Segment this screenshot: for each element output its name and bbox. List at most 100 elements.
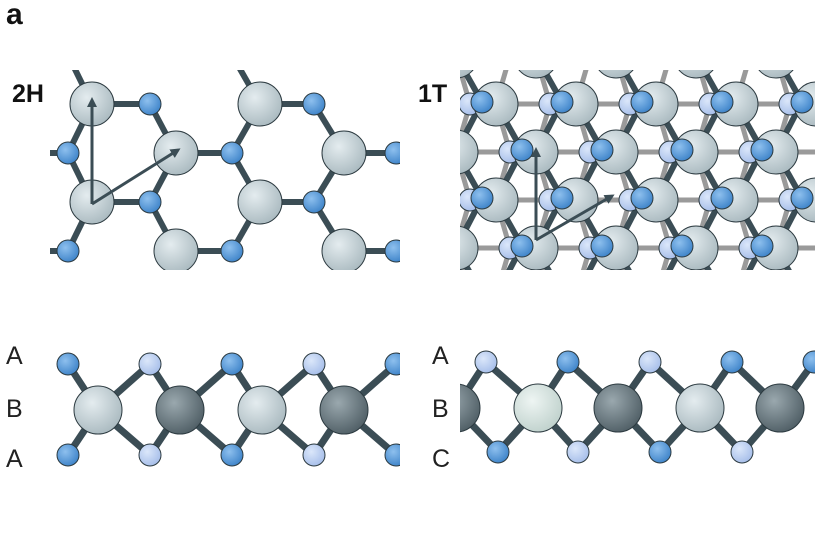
lattice-vector-a2	[91, 148, 181, 206]
side-view-2h	[56, 352, 400, 467]
chalcogen-atom-top	[790, 186, 814, 210]
chalcogen-atom-top	[431, 331, 453, 353]
chalcogen-atom-bottom	[739, 45, 761, 67]
chalcogen-atom-bottom	[819, 237, 840, 259]
chalcogen-atom-top	[474, 350, 498, 374]
chalcogen-atom-bottom	[220, 443, 244, 467]
chalcogen-atom-top	[302, 352, 326, 376]
chalcogen-atom-bottom	[379, 285, 401, 307]
top-view-2h	[0, 44, 400, 273]
top-view-1t	[351, 45, 840, 353]
chalcogen-atom-top	[391, 187, 413, 209]
chalcogen-atom-top	[510, 138, 534, 162]
chalcogen-atom-top	[670, 138, 694, 162]
stacking-label-2h-middle: B	[6, 395, 23, 423]
metal-atom	[675, 383, 725, 433]
chalcogen-atom-top	[550, 90, 574, 114]
metal-chalcogen-bond	[816, 246, 840, 296]
back-bond	[416, 104, 430, 152]
lattice-vector-a2	[535, 194, 615, 242]
chalcogen-atom-top	[831, 235, 840, 257]
chalcogen-atom-bottom	[419, 141, 441, 163]
chalcogen-atom-top	[671, 331, 693, 353]
stacking-label-2h-top: A	[6, 342, 23, 370]
chalcogen-atom	[220, 239, 244, 263]
chalcogen-atom-bottom	[302, 443, 326, 467]
metal-atom	[237, 385, 287, 435]
metal-atom	[518, 70, 554, 79]
chalcogen-atom-top	[791, 283, 813, 305]
metal-atom	[394, 82, 438, 126]
metal-atom	[0, 229, 30, 273]
chalcogen-atom-bottom	[659, 45, 681, 67]
metal-atom	[513, 383, 563, 433]
panel-label: a	[6, 0, 23, 31]
chalcogen-atom-top	[351, 331, 373, 353]
chalcogen-atom-top	[630, 186, 654, 210]
chalcogen-atom	[384, 239, 400, 263]
chalcogen-atom-top	[802, 350, 815, 374]
chalcogen-atom-top	[138, 352, 162, 376]
chalcogen-atom-top	[670, 234, 694, 258]
chalcogen-atom-bottom	[419, 45, 441, 67]
stacking-label-2h-bottom: A	[6, 445, 23, 473]
metal-atom	[153, 228, 199, 270]
chalcogen-atom-top	[551, 283, 573, 305]
chalcogen-atom-bottom	[138, 443, 162, 467]
chalcogen-atom-bottom	[779, 285, 801, 307]
chalcogen-atom-top	[720, 350, 744, 374]
metal-atom	[474, 274, 518, 318]
chalcogen-atom-bottom	[648, 440, 672, 464]
metal-chalcogen-bond	[576, 296, 602, 342]
metal-chalcogen-bond	[813, 104, 815, 109]
metal-atom	[834, 130, 840, 174]
chalcogen-atom-bottom	[539, 285, 561, 307]
metal-atom	[755, 383, 805, 433]
chalcogen-atom-bottom	[730, 440, 754, 464]
back-bond	[416, 248, 430, 296]
back-bond	[813, 200, 815, 206]
back-bond	[416, 152, 430, 200]
metal-atom	[73, 385, 123, 435]
metal-chalcogen-bond	[813, 200, 815, 205]
chalcogen-atom-bottom	[819, 141, 840, 163]
chalcogen-atom	[56, 239, 80, 263]
chalcogen-atom-top	[711, 283, 733, 305]
back-bond	[416, 56, 430, 104]
chalcogen-atom	[138, 92, 162, 116]
metal-chalcogen-bond	[416, 246, 442, 296]
chalcogen-atom-top	[631, 283, 653, 305]
metal-atom	[598, 70, 634, 79]
chalcogen-atom-top	[511, 331, 533, 353]
chalcogen-atom-top	[431, 235, 453, 257]
chalcogen-atom-top	[591, 331, 613, 353]
chalcogen-atom	[138, 190, 162, 214]
metal-chalcogen-bond	[813, 195, 815, 200]
chalcogen-atom	[302, 92, 326, 116]
metal-chalcogen-bond	[416, 296, 442, 342]
chalcogen-atom-bottom	[56, 443, 80, 467]
metal-atom	[593, 383, 643, 433]
chalcogen-atom-top	[831, 331, 840, 353]
side-view-1t	[460, 350, 815, 464]
chalcogen-atom-bottom	[619, 285, 641, 307]
metal-atom	[237, 179, 283, 225]
chalcogen-atom-bottom	[384, 443, 400, 467]
metal-chalcogen-bond	[816, 296, 840, 342]
chalcogen-atom-top	[710, 90, 734, 114]
chalcogen-atom-top	[751, 331, 773, 353]
chalcogen-atom-top	[384, 352, 400, 376]
chalcogen-atom-bottom	[379, 189, 401, 211]
chalcogen-atom-top	[220, 352, 244, 376]
chalcogen-atom-top	[510, 234, 534, 258]
metal-atom	[321, 130, 367, 176]
chalcogen-atom-top	[750, 234, 774, 258]
chalcogen-atom-top	[590, 234, 614, 258]
chalcogen-atom-bottom	[499, 45, 521, 67]
chalcogen-atom-bottom	[566, 440, 590, 464]
metal-atom	[321, 228, 367, 270]
chalcogen-atom	[57, 44, 79, 66]
chalcogen-atom-top	[471, 283, 493, 305]
chalcogen-atom-top	[790, 90, 814, 114]
phase-label-2h: 2H	[12, 80, 44, 108]
